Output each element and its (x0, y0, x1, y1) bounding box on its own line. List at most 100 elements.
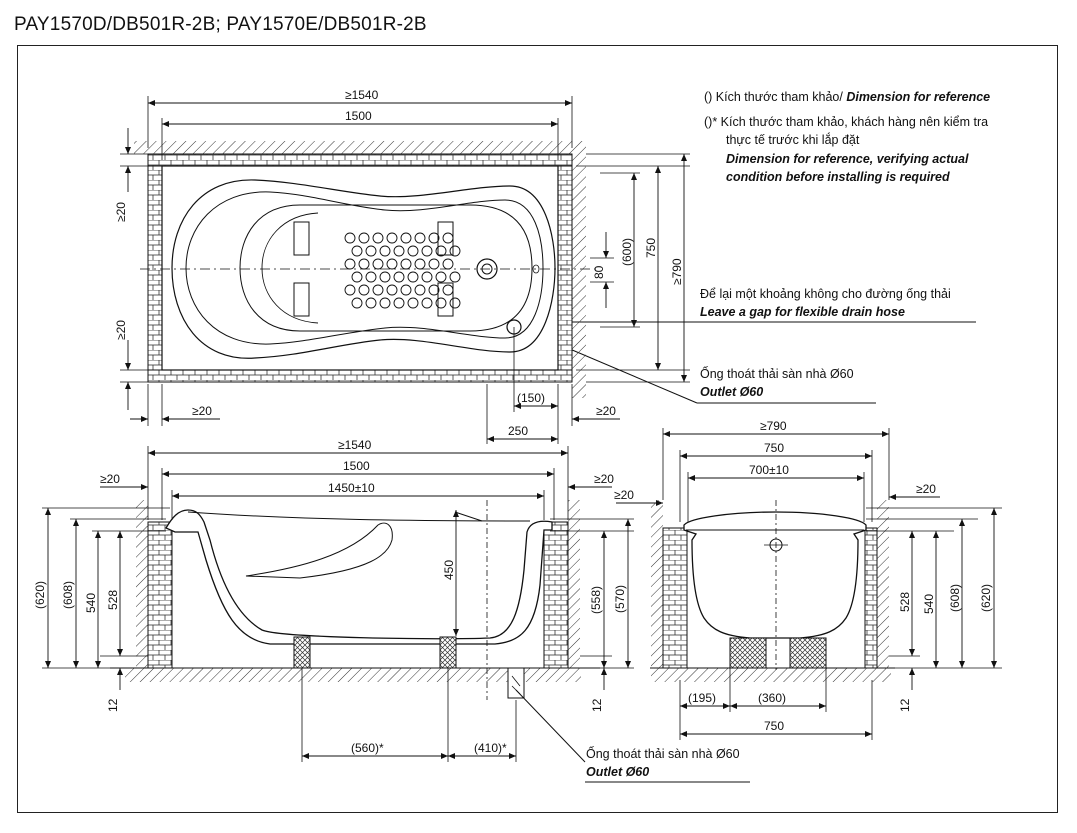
side-floor-label: 12 (898, 698, 912, 712)
note-outlet-en: Outlet Ø60 (700, 385, 763, 399)
massage-dot (372, 284, 384, 296)
massage-dot (435, 245, 447, 257)
massage-dot (407, 245, 419, 257)
massage-dot (421, 271, 433, 283)
massage-dot (393, 297, 405, 309)
massage-dot (386, 258, 398, 270)
front-outlet-en: Outlet Ø60 (586, 765, 649, 779)
massage-dot (351, 245, 363, 257)
massage-dot (386, 232, 398, 244)
front-gap-left-label: ≥20 (100, 472, 120, 486)
side-inner-width-label: 700±10 (749, 463, 789, 477)
plan-overall-width-label: ≥1540 (345, 88, 379, 102)
front-h450-label: 450 (442, 560, 456, 580)
front-gap-right-label: ≥20 (594, 472, 614, 486)
front-h540-label: 540 (84, 593, 98, 613)
side-width-label: 750 (764, 441, 784, 455)
front-floor-left-label: 12 (106, 698, 120, 712)
front-h528-label: 528 (106, 590, 120, 610)
massage-dot (393, 271, 405, 283)
massage-dot (393, 245, 405, 257)
massage-dot (442, 284, 454, 296)
plan-outlet-offset-label: (150) (517, 391, 545, 405)
page-title: PAY1570D/DB501R-2B; PAY1570E/DB501R-2B (14, 14, 427, 35)
side-base-width-label: 750 (764, 719, 784, 733)
front-h608-label: (608) (61, 581, 75, 609)
plan-gap-top-label: ≥20 (114, 202, 128, 222)
plan-outlet-zone-label: 250 (508, 424, 528, 438)
note-verify-en-2: condition before installing is required (726, 170, 950, 184)
side-foot-left-label: (195) (688, 691, 716, 705)
massage-dot (435, 271, 447, 283)
massage-dot (386, 284, 398, 296)
massage-dot (421, 297, 433, 309)
massage-dot (379, 297, 391, 309)
massage-dot (344, 232, 356, 244)
massage-dot (414, 284, 426, 296)
front-view: Ống thoát thải sàn nhà Ø60 Outlet Ø60 ≥1… (33, 438, 750, 783)
massage-dot (379, 271, 391, 283)
massage-dot (365, 271, 377, 283)
massage-dot (372, 232, 384, 244)
massage-dot (351, 271, 363, 283)
side-gap-right-label: ≥20 (916, 482, 936, 496)
plan-drain-offset-label: 80 (592, 265, 606, 279)
massage-dot (421, 245, 433, 257)
plan-view: ≥1540 1500 ≥20 ≥20 ≥20 ≥20 (150) 250 (114, 88, 690, 444)
massage-dot (428, 284, 440, 296)
plan-depth-label: 750 (644, 238, 658, 258)
front-inner-width-label: 1450±10 (328, 481, 375, 495)
front-h558-label: (558) (589, 586, 603, 614)
massage-dot (379, 245, 391, 257)
side-h528-label: 528 (898, 592, 912, 612)
massage-dot (358, 232, 370, 244)
massage-dot (351, 297, 363, 309)
massage-dot (449, 297, 461, 309)
drawing-frame (17, 45, 1058, 813)
massage-dot (449, 245, 461, 257)
note-verify-vi-1: ()* Kích thước tham khảo, khách hàng nên… (704, 115, 988, 129)
front-h570-label: (570) (613, 585, 627, 613)
front-floor-right-label: 12 (590, 698, 604, 712)
massage-dot (358, 284, 370, 296)
front-h620-label: (620) (33, 581, 47, 609)
plan-overall-depth-label: ≥790 (670, 258, 684, 285)
plan-gap-right-label: ≥20 (596, 404, 616, 418)
note-verify-en-1: Dimension for reference, verifying actua… (726, 152, 969, 166)
massage-dot (442, 232, 454, 244)
front-overall-width-label: ≥1540 (338, 438, 372, 452)
massage-dot (414, 232, 426, 244)
note-reference: () Kích thước tham khảo/ Dimension for r… (704, 90, 990, 104)
plan-gap-bottom-label: ≥20 (114, 320, 128, 340)
massage-dot (400, 284, 412, 296)
front-outlet-vi: Ống thoát thải sàn nhà Ø60 (586, 746, 740, 761)
massage-dot (400, 232, 412, 244)
note-gap-vi: Để lại một khoảng không cho đường ống th… (700, 287, 951, 301)
plan-width-label: 1500 (345, 109, 372, 123)
plan-inner-depth-label: (600) (620, 238, 634, 266)
side-overall-width-label: ≥790 (760, 419, 787, 433)
side-h620-label: (620) (979, 584, 993, 612)
note-gap-en: Leave a gap for flexible drain hose (700, 305, 905, 319)
side-foot-spacing-label: (360) (758, 691, 786, 705)
massage-dot (372, 258, 384, 270)
note-verify-vi-2: thực tế trước khi lắp đặt (726, 132, 860, 147)
side-gap-left-label: ≥20 (614, 488, 634, 502)
massage-dot (435, 297, 447, 309)
note-outlet-vi: Ống thoát thải sàn nhà Ø60 (700, 366, 854, 381)
side-h540-label: 540 (922, 594, 936, 614)
massage-dot (407, 297, 419, 309)
massage-dot (365, 297, 377, 309)
massage-dot (365, 245, 377, 257)
plan-gap-left-label: ≥20 (192, 404, 212, 418)
side-view: ≥790 750 700±10 ≥20 ≥20 528 540 (608) (6… (614, 419, 1002, 740)
front-width-label: 1500 (343, 459, 370, 473)
front-outlet-spacing-label: (410)* (474, 741, 507, 755)
massage-dot (407, 271, 419, 283)
massage-dot (344, 284, 356, 296)
massage-dot (428, 232, 440, 244)
side-h608-label: (608) (948, 584, 962, 612)
front-foot-spacing-label: (560)* (351, 741, 384, 755)
massage-dot (449, 271, 461, 283)
